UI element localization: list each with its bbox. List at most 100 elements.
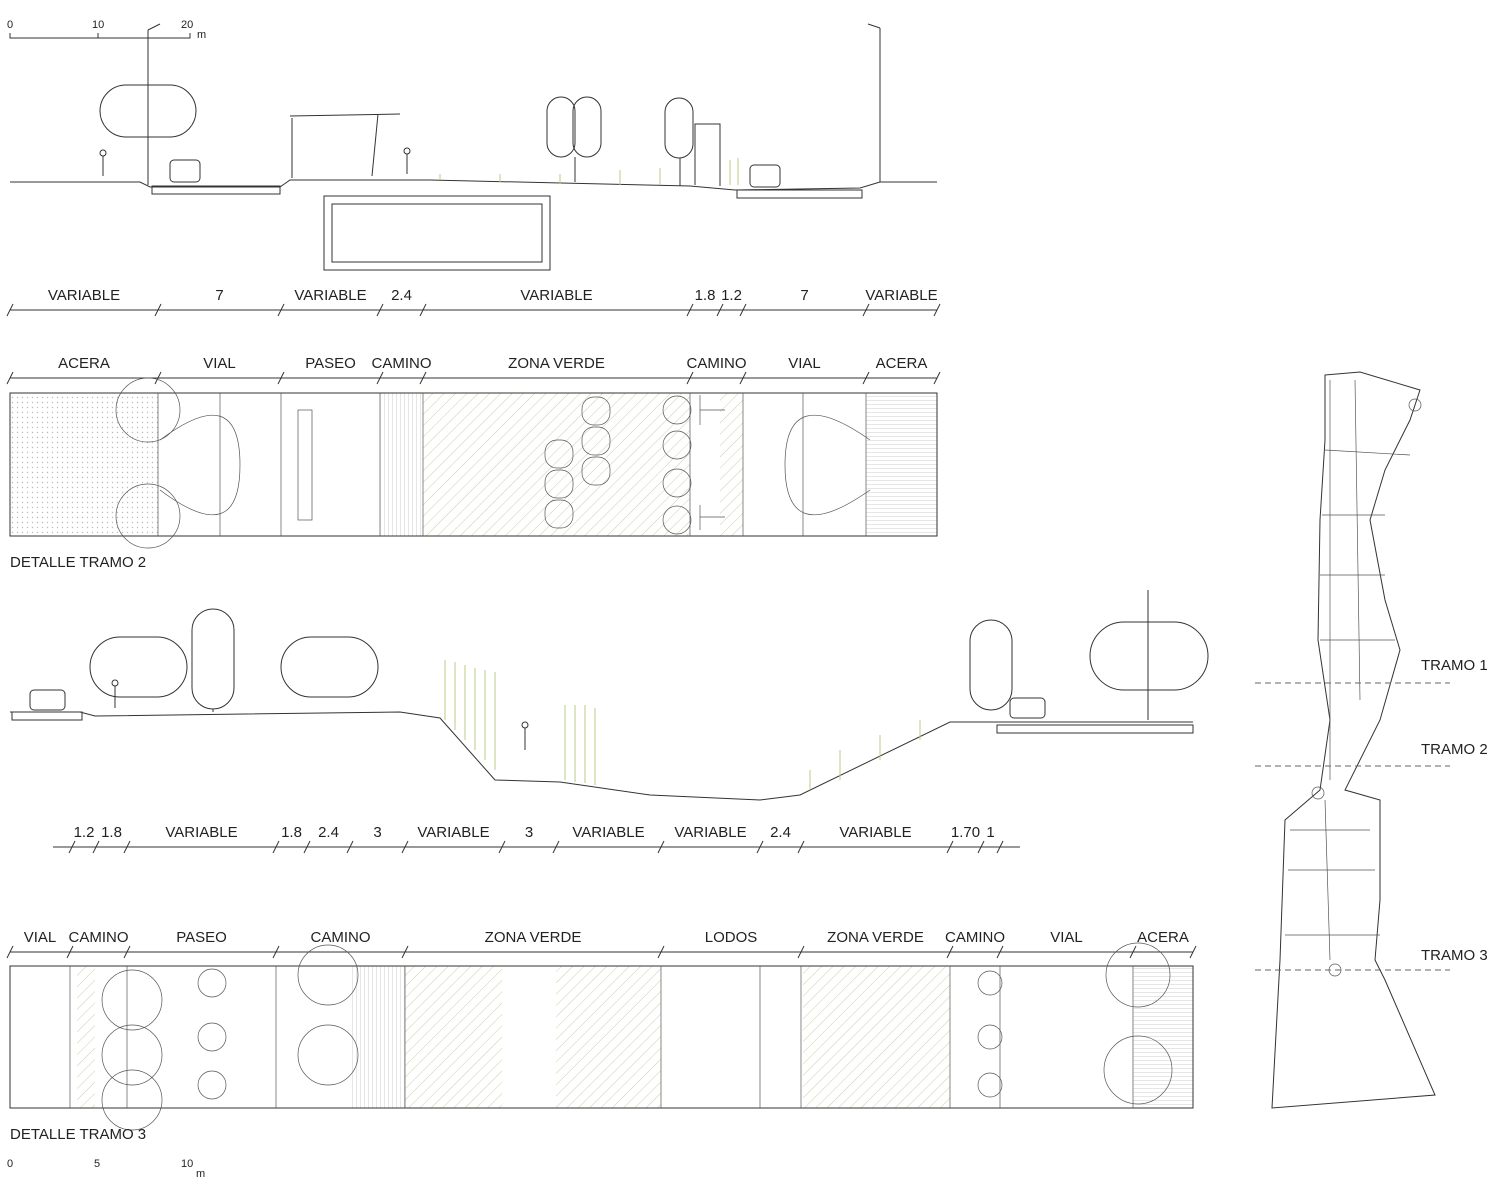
- dimension-tick: [92, 840, 100, 854]
- dimension-tick: [272, 840, 280, 854]
- zone-label: CAMINO: [372, 355, 432, 372]
- zone-label: VIAL: [203, 355, 236, 372]
- dimension-tick: [1189, 945, 1197, 959]
- car-icon: [169, 159, 201, 183]
- dimension-label: 1.2: [721, 287, 742, 304]
- tramo-2-title: DETALLE TRAMO 2: [10, 554, 146, 571]
- scale-tick-20: 20: [181, 19, 193, 31]
- dimension-tick: [933, 303, 941, 317]
- dimension-tick: [401, 945, 409, 959]
- dimension-label: 1.8: [695, 287, 716, 304]
- plan-tramo-2: DETALLE TRAMO 2: [9, 377, 938, 571]
- section-tramo-2: [10, 23, 937, 271]
- zone-label: PASEO: [176, 929, 227, 946]
- dimension-tick: [154, 303, 162, 317]
- zone-label: ZONA VERDE: [485, 929, 582, 946]
- zone-label: ACERA: [876, 355, 928, 372]
- scale-tick-10: 10: [181, 1158, 193, 1170]
- scale-unit: m: [197, 29, 206, 41]
- zone-label: CAMINO: [311, 929, 371, 946]
- tramo-1-label: TRAMO 1: [1421, 657, 1488, 674]
- dimension-tick: [154, 371, 162, 385]
- dimension-label: VARIABLE: [294, 287, 366, 304]
- dimension-tick: [657, 840, 665, 854]
- dimension-label: 1.8: [281, 824, 302, 841]
- scale-tick-0: 0: [7, 1158, 13, 1170]
- dimension-tick: [946, 945, 954, 959]
- scale-unit: m: [196, 1168, 205, 1180]
- zone-label: ZONA VERDE: [508, 355, 605, 372]
- dimension-tick: [376, 371, 384, 385]
- dimension-tick: [419, 371, 427, 385]
- dimension-label: VARIABLE: [48, 287, 120, 304]
- dimension-tick: [6, 945, 14, 959]
- scale-tick-10: 10: [92, 19, 104, 31]
- dimension-label: 1.70: [951, 824, 980, 841]
- dimension-tick: [376, 303, 384, 317]
- dimension-tick: [756, 840, 764, 854]
- dimension-tick: [862, 303, 870, 317]
- zone-label: VIAL: [1050, 929, 1083, 946]
- dimension-tick: [946, 840, 954, 854]
- scale-bar-top: 0 10 20 m: [7, 19, 206, 41]
- dimension-tick: [552, 840, 560, 854]
- dimension-tick: [933, 371, 941, 385]
- dimension-tick: [498, 840, 506, 854]
- dimension-tick: [657, 945, 665, 959]
- dimension-tick: [419, 303, 427, 317]
- dimension-tick: [66, 945, 74, 959]
- scale-tick-5: 5: [94, 1158, 100, 1170]
- car-icon: [1009, 697, 1046, 719]
- zone-label: PASEO: [305, 355, 356, 372]
- dimension-tick: [272, 945, 280, 959]
- dimension-tick: [797, 945, 805, 959]
- dimension-label: VARIABLE: [165, 824, 237, 841]
- dimension-tick: [303, 840, 311, 854]
- dimension-tick: [123, 945, 131, 959]
- dimension-tick: [123, 840, 131, 854]
- dimension-tick: [346, 840, 354, 854]
- dimension-label: 2.4: [318, 824, 339, 841]
- zone-label: CAMINO: [945, 929, 1005, 946]
- zone-label: ACERA: [1137, 929, 1189, 946]
- dimension-tick: [686, 371, 694, 385]
- zone-label: ACERA: [58, 355, 110, 372]
- dimension-label: 2.4: [391, 287, 412, 304]
- dimension-label: 3: [373, 824, 381, 841]
- dimension-tick: [996, 840, 1004, 854]
- tramo-2-label: TRAMO 2: [1421, 741, 1488, 758]
- section-tramo-3: [10, 590, 1209, 801]
- zone-label: ZONA VERDE: [827, 929, 924, 946]
- dimension-tick: [739, 371, 747, 385]
- dimension-tick: [716, 303, 724, 317]
- key-map: TRAMO 1 TRAMO 2 TRAMO 3: [1255, 371, 1488, 1109]
- zone-label: VIAL: [24, 929, 57, 946]
- dimension-tick: [1129, 945, 1137, 959]
- dimension-tick: [862, 371, 870, 385]
- dimension-tick: [996, 945, 1004, 959]
- dimension-tick: [797, 840, 805, 854]
- dimension-label: 1.8: [101, 824, 122, 841]
- zone-label: LODOS: [705, 929, 758, 946]
- dimension-label: 7: [800, 287, 808, 304]
- dimension-label: VARIABLE: [572, 824, 644, 841]
- dimension-tick: [6, 371, 14, 385]
- zone-label: CAMINO: [69, 929, 129, 946]
- dimension-label: 1: [986, 824, 994, 841]
- dimension-tick: [401, 840, 409, 854]
- scale-tick-0: 0: [7, 19, 13, 31]
- dimension-tick: [977, 840, 985, 854]
- zone-label: VIAL: [788, 355, 821, 372]
- dimension-label: VARIABLE: [520, 287, 592, 304]
- plan-tramo-3: DETALLE TRAMO 3: [9, 942, 1194, 1143]
- dimension-label: VARIABLE: [417, 824, 489, 841]
- dimension-label: 7: [215, 287, 223, 304]
- dimension-tick: [6, 303, 14, 317]
- dimension-label: 2.4: [770, 824, 791, 841]
- dimension-label: VARIABLE: [839, 824, 911, 841]
- dimension-tick: [277, 371, 285, 385]
- zone-label: CAMINO: [687, 355, 747, 372]
